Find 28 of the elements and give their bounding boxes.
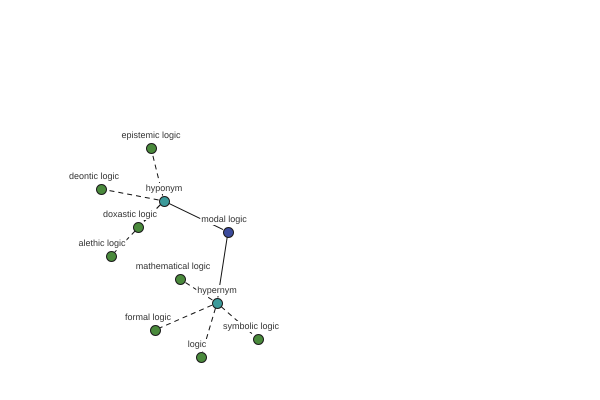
node-circle xyxy=(196,352,206,362)
node-label: logic xyxy=(186,339,208,350)
node-label: hypernym xyxy=(196,285,238,296)
dashed-line xyxy=(160,304,212,328)
node-circle xyxy=(212,298,222,308)
node-label: formal logic xyxy=(124,312,172,323)
node-circle xyxy=(174,274,186,284)
node-label: epistemic logic xyxy=(120,130,182,141)
node-circle xyxy=(150,324,160,336)
node-circle xyxy=(158,196,170,206)
dashed-line xyxy=(114,204,161,253)
node-circle xyxy=(252,334,264,344)
node-label: doxastic logic xyxy=(102,209,158,220)
node-label: hyponym xyxy=(144,183,184,194)
node-circle xyxy=(106,250,116,262)
node-circle xyxy=(146,142,156,154)
node-circle xyxy=(96,184,106,194)
node-circle xyxy=(222,226,234,238)
node-label: modal logic xyxy=(200,214,248,225)
node-label: deontic logic xyxy=(68,171,120,182)
dashed-line xyxy=(220,306,254,336)
dashed-line xyxy=(184,282,213,300)
dashed-line xyxy=(202,308,216,352)
node-label: mathematical logic xyxy=(134,261,212,272)
dashed-line xyxy=(141,204,161,224)
node-label: alethic logic xyxy=(77,238,127,249)
node-circle xyxy=(132,222,144,232)
node-label: symbolic logic xyxy=(222,321,280,332)
